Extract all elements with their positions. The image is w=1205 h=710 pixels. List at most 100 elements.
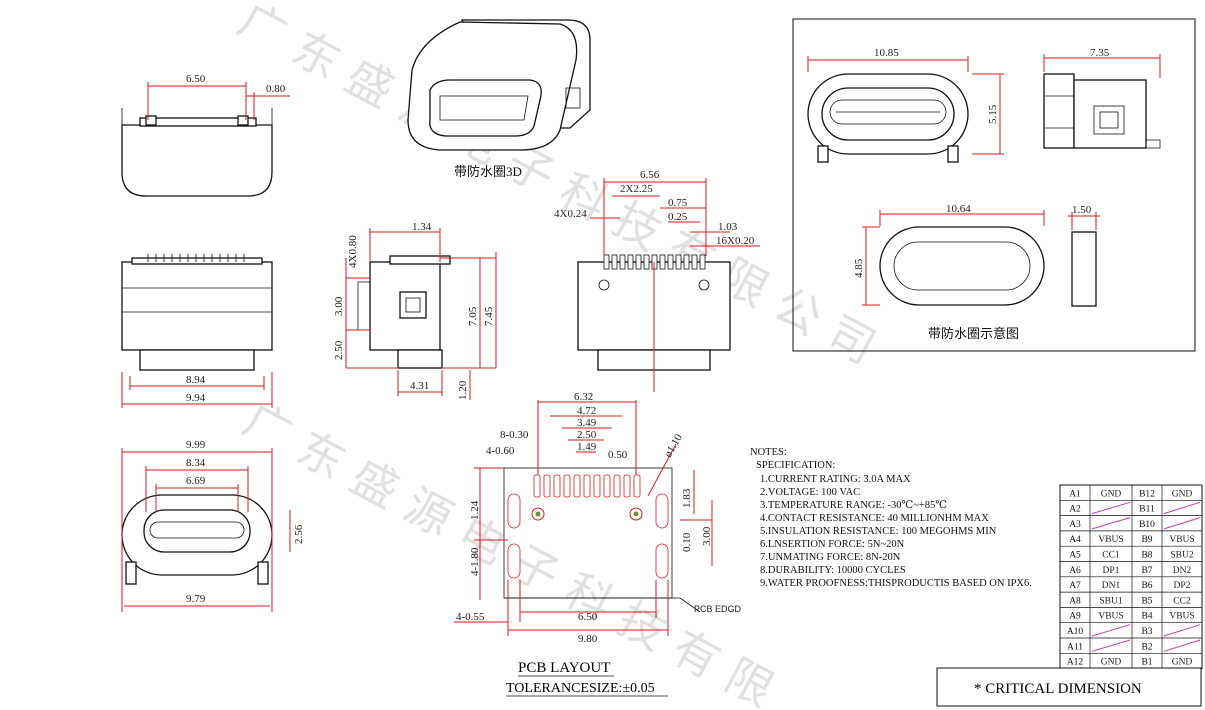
pin-id: B10	[1139, 520, 1155, 530]
dim-rear-2: 2X2.25	[620, 183, 653, 195]
pin-id: A11	[1067, 642, 1083, 652]
seal-dim-2: 5.15	[987, 104, 999, 124]
critical-box: * CRITICAL DIMENSION	[936, 667, 1202, 707]
empty-cell-slash	[1163, 501, 1201, 515]
rear-view: 6.56 2X2.25 0.75 0.25 4X0.24 1.03 16X0.2…	[554, 169, 760, 392]
pin-id: B5	[1141, 596, 1152, 606]
pin-signal: SBU1	[1099, 596, 1122, 606]
pin-signal: GND	[1101, 489, 1122, 499]
note-1: 1.CURRENT RATING: 3.0A MAX	[760, 474, 911, 485]
empty-cell-slash	[1091, 501, 1131, 515]
dim-side-7: 4.31	[410, 380, 429, 392]
dim-side-8: 1.20	[457, 380, 469, 400]
empty-cell-slash	[1163, 517, 1201, 530]
pcb-dim-7: 8-0.30	[500, 429, 529, 441]
pcb-dim-13: 3.00	[701, 526, 713, 546]
note-2: 2.VOLTAGE: 100 VAC	[760, 487, 860, 498]
seal-dim-4: 10.64	[946, 203, 971, 215]
dim-side-6: 7.45	[483, 306, 495, 326]
iso-caption: 带防水圈3D	[454, 164, 522, 179]
pin-signal: GND	[1172, 658, 1193, 668]
dim-bottom-5: 9.79	[186, 593, 206, 605]
notes-sub: SPECIFICATION:	[756, 460, 835, 471]
dim-rear-4: 0.25	[668, 211, 688, 223]
dim-side-3: 3.00	[333, 296, 345, 316]
seal-dim-3: 7.35	[1090, 47, 1110, 59]
dim-rear-5: 4X0.24	[554, 208, 587, 220]
pin-id: A9	[1069, 612, 1081, 622]
side-view: 1.34 4X0.80 3.00 2.50 7.05 7.45 4.31 1.2…	[333, 221, 497, 400]
pin-id: A12	[1067, 658, 1084, 668]
pin-signal: DP2	[1174, 581, 1191, 591]
dim-bottom-1: 9.99	[186, 439, 206, 451]
pin-signal: GND	[1172, 489, 1193, 499]
pcb-dim-9: 1.24	[469, 500, 481, 520]
dim-side-2: 4X0.80	[347, 235, 359, 268]
dim-side-1: 1.34	[412, 221, 432, 233]
seal-dim-6: 1.50	[1072, 204, 1092, 216]
empty-cell-slash	[1091, 624, 1131, 637]
dim-bottom-4: 2.56	[293, 524, 305, 544]
pcb-dim-10: 4-1.80	[469, 547, 481, 576]
pin-id: A10	[1067, 627, 1084, 637]
pin-id: B8	[1141, 551, 1152, 561]
empty-cell-slash	[1163, 639, 1201, 652]
pcb-edge-label: PCB EDGD	[694, 604, 742, 614]
dim-front-outer: 9.94	[186, 392, 206, 404]
dim-bottom-3: 6.69	[186, 475, 206, 487]
dim-top-width: 6.50	[186, 73, 206, 85]
pin-id: B9	[1141, 535, 1152, 545]
pcb-tolerance: TOLERANCESIZE:±0.05	[506, 681, 655, 696]
dim-top-pitch: 0.80	[266, 83, 286, 95]
pin-signal: GND	[1101, 658, 1122, 668]
notes-heading: NOTES:	[750, 447, 787, 458]
pin-id: A8	[1069, 596, 1081, 606]
pin-id: A5	[1069, 551, 1081, 561]
pin-id: A1	[1069, 489, 1081, 499]
pin-signal: CC1	[1102, 551, 1120, 561]
empty-cell-slash	[1091, 639, 1131, 652]
seal-caption: 带防水圈示意图	[928, 326, 1019, 341]
note-4: 4.CONTACT RESISTANCE: 40 MILLIONHM MAX	[760, 513, 989, 524]
dim-bottom-2: 8.34	[186, 457, 206, 469]
pin-id: B12	[1139, 489, 1155, 499]
note-7: 7.UNMATING FORCE: 8N-20N	[760, 552, 901, 563]
pin-signal: DN2	[1173, 566, 1192, 576]
pcb-dim-1: 6.32	[574, 391, 593, 403]
pin-signal: VBUS	[1098, 535, 1123, 545]
pin-id: B7	[1141, 566, 1152, 576]
pcb-dim-14: 6.50	[578, 611, 598, 623]
pin-signal: CC2	[1173, 596, 1191, 606]
pin-signal: VBUS	[1098, 612, 1123, 622]
seal-box: 10.85 5.15 7.35 10.64 4.85 1.50 带防水圈示意图	[792, 18, 1196, 352]
note-6: 6.LNSERTION FORCE: 5N~20N	[760, 539, 905, 550]
iso-view: 带防水圈3D	[407, 19, 591, 179]
pin-id: B6	[1141, 581, 1152, 591]
dim-rear-7: 16X0.20	[716, 235, 755, 247]
pcb-dim-11: 1.83	[681, 488, 693, 508]
pin-signal: DP1	[1103, 566, 1120, 576]
pin-id: B2	[1141, 642, 1152, 652]
pin-signal: DN1	[1102, 581, 1121, 591]
note-3: 3.TEMPERATURE RANGE: -30℃~+85℃	[760, 500, 947, 511]
pcb-dim-8: 4-0.60	[486, 445, 515, 457]
pcb-dim-12: 0.10	[681, 532, 693, 552]
pcb-dim-2: 4.72	[577, 405, 596, 417]
note-9: 9.WATER PROOFNESS:THISPRODUCTIS BASED ON…	[760, 578, 1032, 589]
front-view: 8.94 9.94	[121, 254, 273, 408]
note-8: 8.DURABILITY: 10000 CYCLES	[760, 565, 906, 576]
pcb-dim-4: 2.50	[577, 429, 597, 441]
pin-id: B1	[1141, 658, 1152, 668]
critical-label: * CRITICAL DIMENSION	[974, 681, 1142, 697]
pcb-dim-3: 3.49	[577, 417, 597, 429]
pcb-dim-5: 1.49	[577, 441, 597, 453]
pin-id: A4	[1069, 535, 1081, 545]
seal-dim-1: 10.85	[874, 47, 899, 59]
pcb-dim-15: 9.80	[578, 633, 598, 645]
pin-id: A3	[1069, 520, 1081, 530]
pin-id: A7	[1069, 581, 1081, 591]
note-5: 5.INSULATION RESISTANCE: 100 MEGOHMS MIN	[760, 526, 997, 537]
dim-side-4: 2.50	[333, 340, 345, 360]
